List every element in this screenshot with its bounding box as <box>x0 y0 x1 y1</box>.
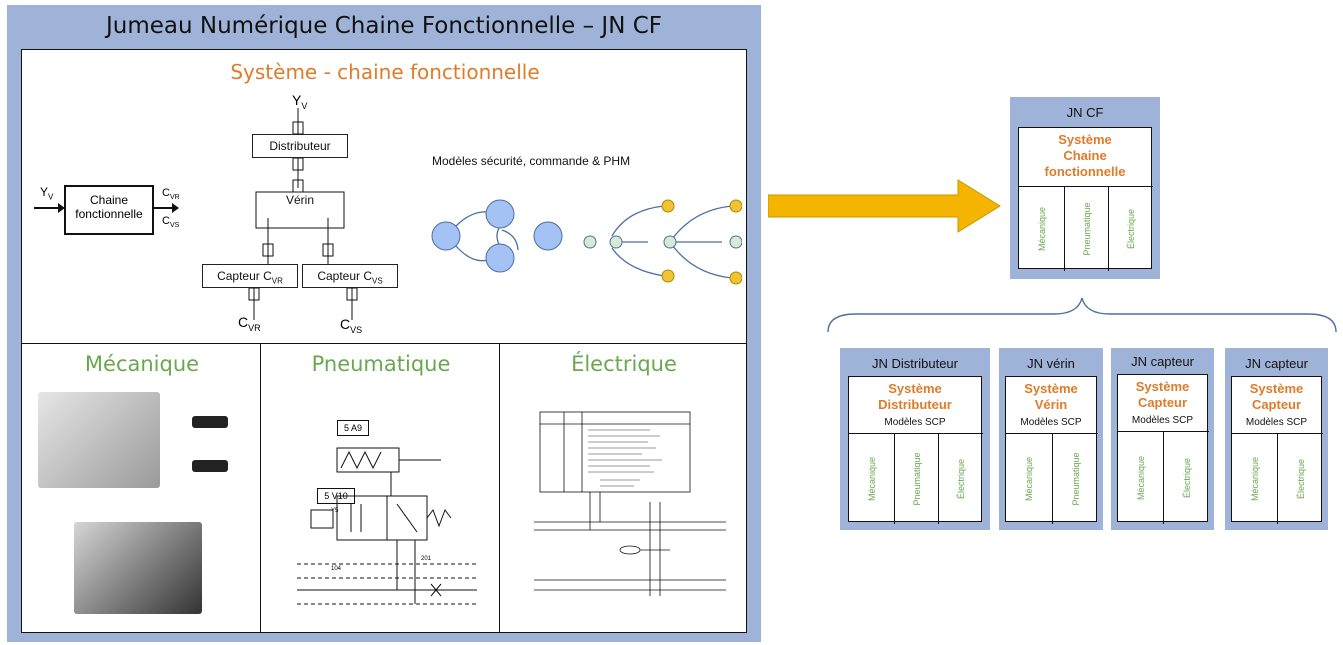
sensor-image-2 <box>192 460 228 472</box>
jn-distributeur-col-pneumatique: Pneumatique <box>894 434 938 524</box>
jn-capteur-1-models: Modèles SCP <box>1131 415 1194 426</box>
chaine-line2: fonctionnelle <box>75 207 143 221</box>
models-graphs <box>431 199 742 285</box>
jn-capteur-1-title: JN capteur <box>1131 354 1194 369</box>
block-input-label: YV <box>40 185 54 202</box>
jn-capteur-1-col-mecanique: Mécanique <box>1135 455 1146 501</box>
jn-distributeur-col-electrique: Électrique <box>938 434 983 524</box>
block-out2: CVS <box>162 215 180 230</box>
jn-capteur-2-title: JN capteur <box>1245 356 1308 371</box>
chain-out2: CVS <box>340 316 363 335</box>
jn-verin-models: Modèles SCP <box>1020 417 1082 428</box>
jncf-col-mecanique: Mécanique <box>1036 206 1047 252</box>
pneumatique-box: Pneumatique 5 A9 5 V10 Y5 201 104 <box>260 343 500 633</box>
system-title: Système - chaine fonctionnelle <box>230 60 540 84</box>
brace <box>827 297 1337 333</box>
jncf-col-electrique: Électrique <box>1108 187 1153 271</box>
main-title: Jumeau Numérique Chaine Fonctionnelle – … <box>105 13 662 39</box>
jn-distributeur-cols: Mécanique Pneumatique Électrique <box>849 433 983 524</box>
jn-capteur-2-col-mecanique: Mécanique <box>1249 456 1260 502</box>
block-diagram: YV Chaine fonctionnelle CVR CVS <box>34 185 194 245</box>
electrique-box: Électrique <box>499 343 747 633</box>
jn-verin-col-mecanique: Mécanique <box>1024 456 1034 502</box>
big-arrow <box>768 179 1001 233</box>
block-input-arrowhead <box>58 203 65 213</box>
pneu-num-3: Y5 <box>331 508 339 514</box>
pneu-num-1: 104 <box>331 566 342 572</box>
verin-block: Vérin <box>285 193 314 207</box>
cylinder-image <box>38 392 160 488</box>
chain-top-label: YV <box>292 92 308 111</box>
pneumatique-title: Pneumatique <box>311 352 451 376</box>
valve-image <box>74 522 202 614</box>
chaine-line1: Chaine <box>89 193 129 207</box>
block-out1: CVR <box>162 187 180 202</box>
capteur-vs-block: Capteur CVS <box>302 264 398 288</box>
sensor-image-1 <box>192 416 228 428</box>
jn-distributeur-col-mecanique: Mécanique <box>866 456 877 502</box>
mecanique-box: Mécanique <box>21 343 261 633</box>
jncf-title: JN CF <box>1066 105 1104 120</box>
distributeur-block: Distributeur <box>252 134 348 158</box>
jn-verin-col-pneumatique: Pneumatique <box>1052 434 1098 524</box>
electrique-title: Électrique <box>571 352 677 376</box>
pneu-num-2: 201 <box>421 556 432 562</box>
jncf-cols: Mécanique Pneumatique Électrique <box>1019 186 1153 271</box>
pneu-label-1: 5 A9 <box>337 420 369 436</box>
jn-verin-cols: Mécanique Pneumatique <box>1006 433 1098 524</box>
main-panel: Jumeau Numérique Chaine Fonctionnelle – … <box>7 5 761 642</box>
system-box: Système - chaine fonctionnelle YV Chaine… <box>21 49 747 344</box>
chain-out1: CVR <box>238 314 261 333</box>
jn-capteur-2-models: Modèles SCP <box>1245 417 1308 428</box>
block-output-arrow <box>154 207 174 209</box>
pneumatic-schematic <box>297 447 477 605</box>
jn-distributeur-models: Modèles SCP <box>884 417 946 428</box>
jncf-col-pneumatique: Pneumatique <box>1064 187 1108 271</box>
jn-verin-title: JN vérin <box>1027 356 1075 371</box>
jn-capteur-2-col-electrique: Électrique <box>1277 434 1323 524</box>
models-title: Modèles sécurité, commande & PHM <box>432 154 631 168</box>
electrical-schematic <box>534 411 726 596</box>
capteur-vr-block: Capteur CVR <box>202 264 298 288</box>
mecanique-title: Mécanique <box>84 352 200 376</box>
jn-capteur-2-cols: Mécanique Électrique <box>1232 433 1323 524</box>
block-output-arrowhead <box>172 203 179 213</box>
jn-capteur-1-col-electrique: Électrique <box>1163 432 1209 524</box>
chaine-fonctionnelle-box: Chaine fonctionnelle <box>64 185 154 235</box>
jn-distributeur-title: JN Distributeur <box>872 356 958 371</box>
jn-capteur-1-cols: Mécanique Électrique <box>1118 431 1209 524</box>
block-input-arrow <box>34 207 62 209</box>
